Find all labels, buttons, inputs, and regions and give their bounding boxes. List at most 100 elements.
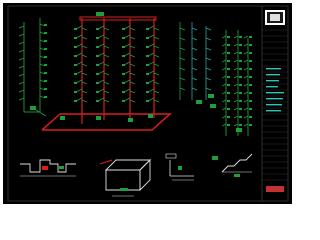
fixture-symbol: [146, 37, 149, 39]
fixture-symbol: [227, 124, 230, 126]
fixture-symbol: [146, 55, 149, 57]
pipe-segment: [153, 27, 160, 31]
fixture-symbol: [74, 73, 77, 75]
bottom-stair-detail: [212, 153, 253, 177]
pipe-segment: [205, 47, 212, 51]
fixture-symbol: [227, 36, 230, 38]
bottom-left-detail: [20, 159, 76, 177]
pipe-segment: [233, 51, 239, 55]
fixture-symbol: [249, 84, 252, 86]
pipe-segment: [153, 36, 160, 40]
pipe-segment: [233, 59, 239, 63]
fixture-symbol: [96, 37, 99, 39]
pipe-segment: [243, 59, 249, 63]
fixture-symbol: [44, 24, 47, 26]
right-riser-diagrams: [179, 22, 252, 136]
fixture-symbol: [44, 56, 47, 58]
title-block-entry: [266, 98, 283, 100]
pipe-segment: [221, 83, 227, 87]
fixture-symbol: [227, 108, 230, 110]
fixture-symbol: [122, 73, 125, 75]
fixture-symbol: [239, 84, 242, 86]
pipe-segment: [243, 51, 249, 55]
pipe-segment: [153, 72, 160, 76]
pipe-segment: [81, 27, 88, 31]
fixture-symbol: [227, 116, 230, 118]
fixture-symbol: [122, 100, 125, 102]
pipe-segment: [153, 90, 160, 94]
pipe-segment: [129, 72, 136, 76]
pipe-segment: [179, 57, 186, 61]
fixture-symbol: [239, 116, 242, 118]
pipe-segment: [243, 43, 249, 47]
pipe-segment: [205, 77, 212, 81]
pipe-segment: [233, 35, 239, 39]
pipe-segment: [81, 54, 88, 58]
pipe-segment: [243, 99, 249, 103]
pipe-segment: [103, 27, 110, 31]
pipe-segment: [221, 43, 227, 47]
fixture-symbol: [239, 36, 242, 38]
pipe-segment: [243, 67, 249, 71]
pipe-segment: [153, 63, 160, 67]
fixture-symbol: [227, 60, 230, 62]
fixture-symbol: [239, 68, 242, 70]
pipe-segment: [221, 75, 227, 79]
fixture-symbol: [249, 108, 252, 110]
pipe-segment: [205, 87, 212, 91]
pipe-segment: [129, 90, 136, 94]
pipe-segment: [18, 41, 25, 45]
fixture-symbol: [249, 100, 252, 102]
pipe-segment: [153, 54, 160, 58]
fixture-symbol: [96, 28, 99, 30]
pipe-segment: [179, 67, 186, 71]
pipe-segment: [233, 43, 239, 47]
title-block-entry: [266, 74, 280, 76]
pipe-segment: [18, 81, 25, 85]
fixture-symbol: [96, 82, 99, 84]
pipe-segment: [18, 65, 25, 69]
title-block-entry: [266, 92, 284, 94]
pipe-segment: [221, 91, 227, 95]
pipe-segment: [103, 36, 110, 40]
fixture-symbol: [239, 100, 242, 102]
fixture-symbol: [44, 88, 47, 90]
pipe-segment: [191, 27, 198, 31]
pipe-segment: [221, 107, 227, 111]
fixture-symbol: [74, 64, 77, 66]
fixture-symbol: [96, 91, 99, 93]
fixture-symbol: [122, 37, 125, 39]
fixture-symbol: [239, 52, 242, 54]
fixture-symbol: [227, 44, 230, 46]
pipe-segment: [221, 51, 227, 55]
fixture-symbol: [74, 100, 77, 102]
fixture-symbol: [122, 55, 125, 57]
fixture-symbol: [239, 108, 242, 110]
pipe-segment: [233, 75, 239, 79]
bottom-valve-detail: [165, 153, 194, 181]
fixture-symbol: [74, 91, 77, 93]
fixture-symbol: [239, 92, 242, 94]
pipe-segment: [103, 54, 110, 58]
fixture-symbol: [249, 60, 252, 62]
fixture-symbol: [239, 60, 242, 62]
fixture-symbol: [74, 37, 77, 39]
pipe-segment: [129, 45, 136, 49]
pipe-segment: [179, 77, 186, 81]
fixture-symbol: [227, 52, 230, 54]
fixture-symbol: [227, 100, 230, 102]
pipe-segment: [191, 37, 198, 41]
pipe-segment: [179, 87, 186, 91]
drawing-paper: [3, 3, 292, 204]
fixture-symbol: [146, 64, 149, 66]
pipe-segment: [179, 37, 186, 41]
title-block-entry: [266, 68, 281, 70]
pipe-segment: [221, 99, 227, 103]
pipe-segment: [243, 75, 249, 79]
pipe-segment: [221, 67, 227, 71]
pipe-segment: [153, 45, 160, 49]
pipe-segment: [233, 83, 239, 87]
fixture-symbol: [96, 46, 99, 48]
pipe-segment: [243, 123, 249, 127]
pipe-segment: [233, 123, 239, 127]
